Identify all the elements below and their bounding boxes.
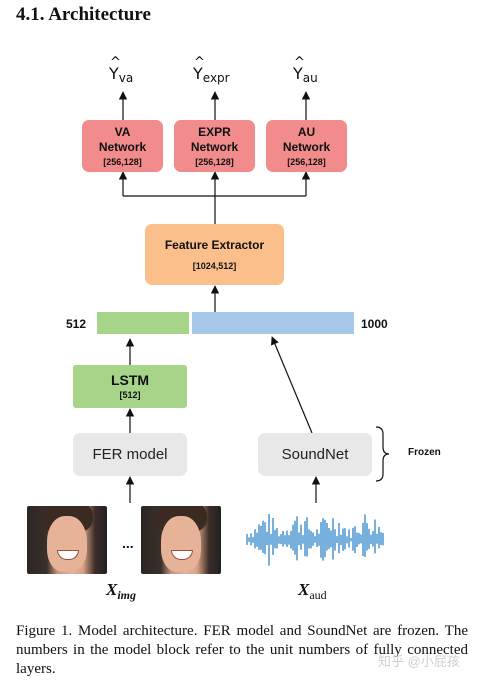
- output-expr-label: ^ Yexpr: [193, 55, 230, 85]
- output-expr-symbol: Y: [193, 64, 203, 83]
- output-expr-sub: expr: [202, 71, 230, 85]
- feature-extractor-title: Feature Extractor: [164, 237, 265, 252]
- expr-network-title: EXPR: [198, 124, 231, 139]
- output-au-label: ^ Yau: [293, 55, 318, 85]
- audio-waveform: [246, 514, 384, 566]
- va-network-dims: [256,128]: [103, 156, 142, 167]
- output-au-hat: ^: [294, 55, 305, 70]
- lstm-title: LSTM: [110, 372, 150, 388]
- fer-model-block: FER model: [73, 433, 187, 476]
- section-title: 4.1. Architecture: [16, 4, 151, 25]
- output-expr-hat: ^: [194, 55, 205, 70]
- output-va-symbol: Y: [109, 64, 119, 83]
- au-network-subtitle: Network: [282, 139, 331, 154]
- watermark: 知乎 @小屁孩: [378, 654, 460, 669]
- lstm-dims: [512]: [119, 390, 141, 400]
- fer-model-title: FER model: [92, 446, 168, 463]
- concat-1000-label: 1000: [361, 317, 388, 331]
- va-network-title: VA: [114, 124, 131, 139]
- feature-extractor-dims: [1024,512]: [192, 260, 237, 271]
- output-au-symbol: Y: [293, 64, 303, 83]
- input-img-label: Ximg: [106, 580, 136, 603]
- va-network-block: VA Network [256,128]: [82, 120, 163, 172]
- bar-1000: [192, 312, 354, 334]
- output-au-sub: au: [302, 71, 318, 85]
- output-va-sub: va: [118, 71, 134, 85]
- au-network-block: AU Network [256,128]: [266, 120, 347, 172]
- au-network-title: AU: [297, 124, 316, 139]
- input-aud-sub: aud: [309, 588, 327, 602]
- face-frame-first: [27, 506, 107, 574]
- input-aud-label: Xaud: [298, 580, 327, 603]
- frozen-label: Frozen: [408, 447, 441, 458]
- output-va-label: ^ Yva: [109, 55, 134, 85]
- figure-caption: Figure 1. Model architecture. FER model …: [16, 623, 468, 677]
- input-aud-symbol: X: [298, 580, 310, 599]
- au-network-dims: [256,128]: [287, 156, 326, 167]
- bar-512: [97, 312, 189, 334]
- feature-extractor-block: Feature Extractor [1024,512]: [145, 224, 284, 285]
- expr-network-subtitle: Network: [190, 139, 239, 154]
- face-frame-last: [141, 506, 221, 574]
- va-network-subtitle: Network: [98, 139, 147, 154]
- output-va-hat: ^: [110, 55, 121, 70]
- lstm-block: LSTM [512]: [73, 365, 187, 408]
- expr-network-block: EXPR Network [256,128]: [174, 120, 255, 172]
- concat-512-label: 512: [66, 317, 87, 331]
- frame-ellipsis: ...: [122, 535, 134, 551]
- input-img-symbol: X: [106, 580, 118, 599]
- soundnet-block: SoundNet: [258, 433, 372, 476]
- input-img-sub: img: [117, 588, 137, 602]
- soundnet-title: SoundNet: [281, 446, 349, 463]
- expr-network-dims: [256,128]: [195, 156, 234, 167]
